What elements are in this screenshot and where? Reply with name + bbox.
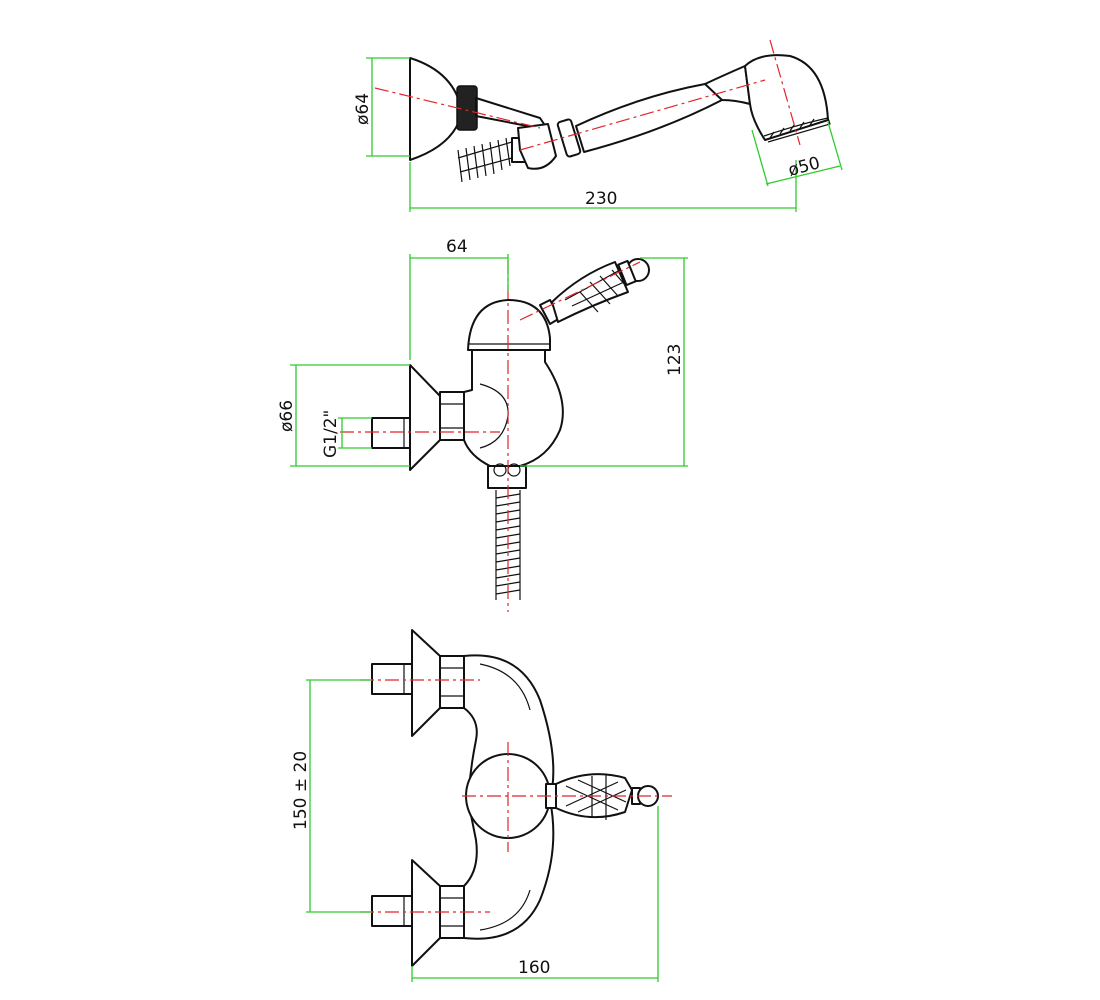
total-length-label: 160 xyxy=(518,958,550,978)
hand-shower-view xyxy=(409,54,831,183)
height-label: 123 xyxy=(665,344,685,376)
front-view-centerlines xyxy=(360,679,672,913)
front-view-dimensions: 150 ± 20 160 xyxy=(291,679,659,982)
mixer-side-view xyxy=(371,258,650,600)
hand-shower-centerlines xyxy=(374,39,801,151)
flange-diameter-label: ø66 xyxy=(277,400,297,432)
center-distance-label: 150 ± 20 xyxy=(291,751,311,830)
side-view-dimensions: 64 123 ø66 G1/2" xyxy=(277,237,688,467)
hand-shower-length-label: 230 xyxy=(585,189,617,209)
thread-label: G1/2" xyxy=(321,410,341,458)
side-view-centerlines xyxy=(340,260,641,612)
body-depth-label: 64 xyxy=(446,237,468,257)
mixer-front-view xyxy=(371,629,659,967)
hand-shower-diameter-label: ø50 xyxy=(786,153,822,181)
shower-head-diameter-label: ø64 xyxy=(353,93,373,125)
